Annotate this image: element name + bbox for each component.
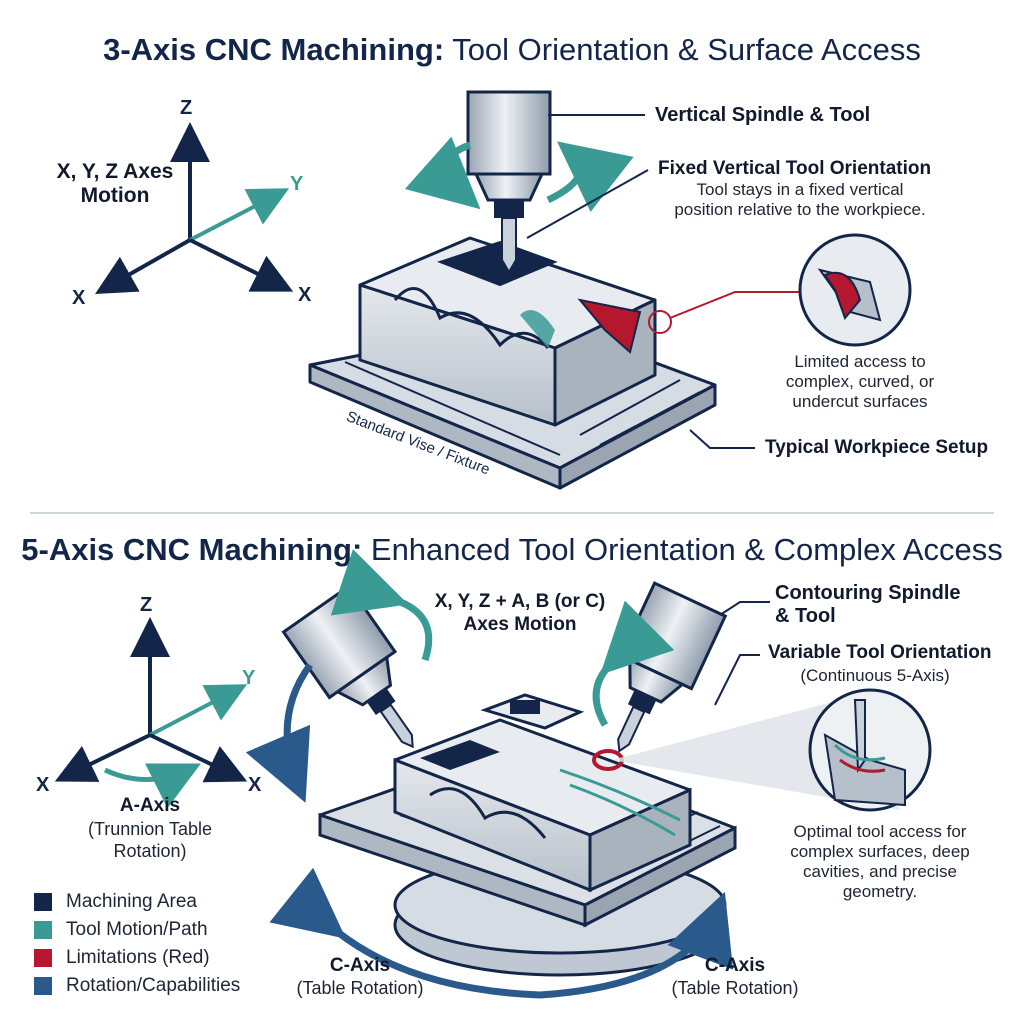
legend-swatch-red [34,949,52,967]
legend-label: Machining Area [66,891,197,912]
legend-label: Rotation/Capabilities [66,975,241,996]
top-axis-triad [95,122,294,294]
a-axis-desc: (Trunnion Table Rotation) [87,819,213,861]
legend-swatch-navy [34,893,52,911]
legend-label: Limitations (Red) [66,947,210,968]
legend-item-limitations: Limitations (Red) [34,944,240,972]
legend: Machining Area Tool Motion/Path Limitati… [34,888,240,1000]
bottom-axes-motion-label: X, Y, Z + A, B (or C) Axes Motion [434,591,606,635]
variable-orientation-desc: (Continuous 5-Axis) [800,666,950,685]
legend-label: Tool Motion/Path [66,919,208,940]
fixed-orientation-label: Fixed Vertical Tool Orientation [658,158,932,179]
c-axis-left-desc: (Table Rotation) [296,978,424,998]
top-title-bold: 3-Axis CNC Machining: [103,32,445,67]
legend-item-machining-area: Machining Area [34,888,240,916]
bottom-axis-z-label: Z [140,594,153,616]
top-axis-z-label: Z [180,97,193,119]
bottom-axis-y-label: Y [242,667,256,689]
bottom-axis-triad [54,617,248,809]
legend-item-tool-motion: Tool Motion/Path [34,916,240,944]
bottom-axis-x-right-label: X [248,774,262,796]
legend-swatch-blue [34,977,52,995]
c-axis-right-label: C-Axis [704,955,766,976]
top-machine-illustration [308,90,912,490]
top-axis-x-right-label: X [298,284,312,306]
fixed-orientation-desc: Tool stays in a fixed vertical position … [674,180,926,219]
legend-item-rotation: Rotation/Capabilities [34,972,240,1000]
top-axis-y-label: Y [290,173,304,195]
c-axis-right-desc: (Table Rotation) [671,978,799,998]
bottom-title-rest: Enhanced Tool Orientation & Complex Acce… [362,532,1003,567]
bottom-axis-x-left-label: X [36,774,50,796]
bottom-section-title: 5-Axis CNC Machining: Enhanced Tool Orie… [0,532,1024,568]
limited-access-desc: Limited access to complex, curved, or un… [785,352,935,411]
top-section-title: 3-Axis CNC Machining: Tool Orientation &… [0,32,1024,68]
optimal-access-desc: Optimal tool access for complex surfaces… [790,822,970,901]
vertical-spindle-label: Vertical Spindle & Tool [655,104,871,126]
c-axis-left-label: C-Axis [329,955,391,976]
variable-orientation-label: Variable Tool Orientation [768,642,992,663]
top-axes-motion-label: X, Y, Z Axes Motion [56,160,174,207]
legend-swatch-teal [34,921,52,939]
top-title-rest: Tool Orientation & Surface Access [444,32,921,67]
bottom-machine-illustration [245,549,932,999]
section-divider [30,512,994,514]
a-axis-label: A-Axis [119,795,181,816]
top-axis-x-left-label: X [72,287,86,309]
bottom-title-bold: 5-Axis CNC Machining: [21,532,363,567]
contouring-spindle-label: Contouring Spindle & Tool [775,582,961,627]
workpiece-setup-label: Typical Workpiece Setup [765,437,989,458]
